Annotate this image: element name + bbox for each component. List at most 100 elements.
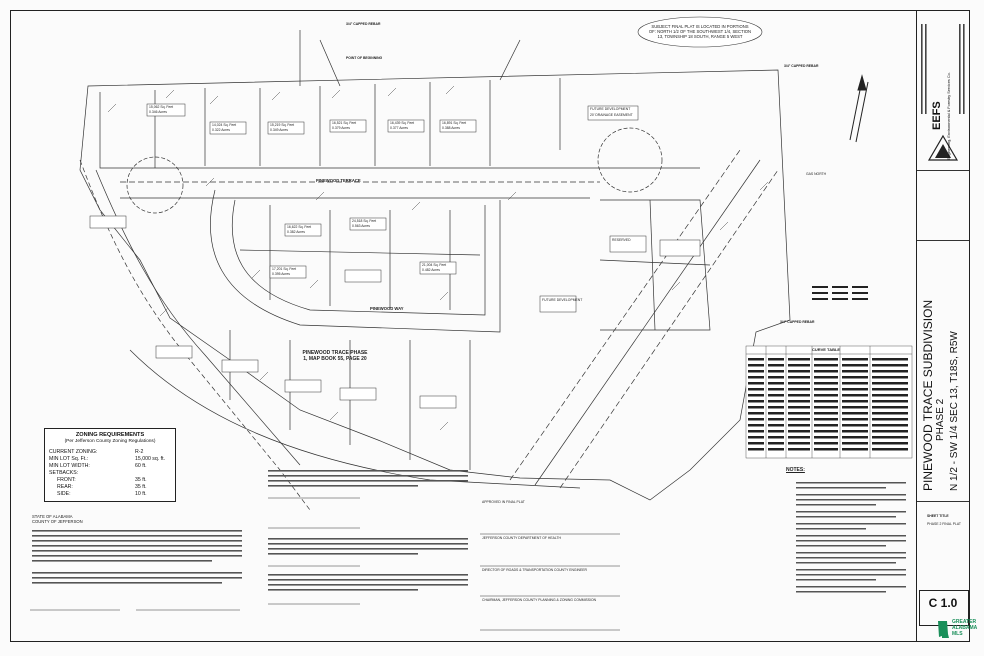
project-location: N 1/2 - SW 1/4 SEC 13, T18S, R5W xyxy=(949,331,960,491)
sheet-border xyxy=(10,10,970,642)
firm-name: EEFS xyxy=(931,101,943,130)
curve-table-title: CURVE TABLE xyxy=(812,347,841,352)
lot-area: 16,891 Sq. Feet xyxy=(442,121,467,125)
watermark-line1: GREATER xyxy=(952,619,977,625)
lot-area: 14,024 Sq. Feet xyxy=(212,123,237,127)
road-edge xyxy=(231,199,486,316)
road-edge xyxy=(210,189,501,333)
planning-signature-label: CHAIRMAN, JEFFERSON COUNTY PLANNING & ZO… xyxy=(482,598,597,602)
lot-acres: 0.563 Acres xyxy=(352,224,370,228)
lot-area: 16,622 Sq. Feet xyxy=(287,225,312,229)
approval-label: APPROVED IN FINAL PLAT xyxy=(482,500,525,504)
zoning-title: ZONING REQUIREMENTS xyxy=(75,432,145,438)
project-title: PINEWOOD TRACE SUBDIVISION xyxy=(921,299,935,491)
zoning-row-label: SIDE: xyxy=(57,491,71,497)
watermark-line2: ALABAMA xyxy=(952,625,978,631)
lot-area: 16,521 Sq. Feet xyxy=(332,121,357,125)
lot-line xyxy=(649,199,656,331)
lot-acres: 0.349 Acres xyxy=(270,128,288,132)
mls-watermark: GREATER ALABAMA MLS xyxy=(936,614,980,648)
zoning-row-label: FRONT: xyxy=(57,477,76,483)
roads-signature-label: DIRECTOR OF ROADS & TRANSPORTATION COUNT… xyxy=(482,568,587,572)
lot-line xyxy=(600,199,711,331)
subject-note: SUBJECT FINAL PLAT IS LOCATED IN PORTION… xyxy=(648,24,752,39)
notes-text-lines xyxy=(796,482,906,593)
lot-acres: 0.322 Acres xyxy=(212,128,230,132)
watermark-line3: MLS xyxy=(952,631,963,637)
zoning-row-value: R-2 xyxy=(135,449,144,455)
future-development-label: FUTURE DEVELOPMENT xyxy=(542,298,583,302)
road-label-way: PINEWOOD WAY xyxy=(370,306,404,311)
plat-reference-label: PINEWOOD TRACE PHASE 1, MAP BOOK 55, PAG… xyxy=(302,350,368,362)
reserved-label: RESERVED xyxy=(612,238,631,242)
future-development-label: FUTURE DEVELOPMENT xyxy=(590,107,631,111)
monument-label: 3/4" CAPPED REBAR xyxy=(784,64,819,68)
road-edge xyxy=(129,349,581,489)
project-title-block: PINEWOOD TRACE SUBDIVISION PHASE 2 N 1/2… xyxy=(917,240,969,502)
lot-area: 15,062 Sq. Feet xyxy=(149,105,174,109)
firm-subtitle: Engineering, Environmental & Forestry Se… xyxy=(947,72,951,160)
lot-acres: 0.382 Acres xyxy=(287,230,305,234)
leader-line xyxy=(499,39,521,81)
bearing-marker xyxy=(107,85,769,431)
curve-table-rows xyxy=(748,358,908,451)
road-edge xyxy=(509,149,741,481)
alabama-map-icon xyxy=(938,621,949,638)
subject-callout xyxy=(637,16,763,48)
sheet-title: PHASE 2 FINAL PLAT xyxy=(927,522,961,526)
road-edge xyxy=(534,159,761,486)
zoning-row-label: REAR: xyxy=(57,484,73,490)
firm-logo-block: EEFS Engineering, Environmental & Forest… xyxy=(917,10,969,171)
legend-bars xyxy=(812,286,868,300)
lot-area: 21,004 Sq. Feet xyxy=(422,263,447,267)
road-edge xyxy=(95,169,301,466)
sheet-title-label: SHEET TITLE xyxy=(927,514,949,518)
zoning-row-value: 10 ft. xyxy=(135,491,147,497)
zoning-row-label: SETBACKS: xyxy=(49,470,79,476)
lot-area: 24,518 Sq. Feet xyxy=(352,219,377,223)
zoning-row-value: 35 ft. xyxy=(135,484,147,490)
zoning-row-label: MIN LOT WIDTH: xyxy=(49,463,90,469)
lot-acres: 0.395 Acres xyxy=(272,272,290,276)
zoning-row-label: MIN LOT Sq. Ft.: xyxy=(49,456,89,462)
cul-de-sac xyxy=(126,156,184,214)
sheet-number: C 1.0 xyxy=(928,596,958,610)
lot-line xyxy=(239,249,481,256)
lot-acres: 0.377 Acres xyxy=(390,126,408,130)
boundary-line xyxy=(79,69,791,501)
certification-text-lines xyxy=(32,470,468,591)
firm-logo-icon xyxy=(921,24,965,161)
drainage-easement-label: 20' DRAINAGE EASEMENT xyxy=(590,113,633,117)
lot-acres: 0.346 Acres xyxy=(149,110,167,114)
zoning-row-value: 60 ft. xyxy=(135,463,147,469)
project-phase: PHASE 2 xyxy=(935,398,946,441)
lot-area: 16,439 Sq. Feet xyxy=(390,121,415,125)
zoning-row-value: 35 ft. xyxy=(135,477,147,483)
county-label: COUNTY OF JEFFERSON xyxy=(32,519,83,524)
north-arrow xyxy=(849,74,869,143)
state-label: STATE OF ALABAMA xyxy=(32,514,73,519)
zoning-requirements-table: ZONING REQUIREMENTS (Per Jefferson Count… xyxy=(44,428,176,502)
lot-area: 15,219 Sq. Feet xyxy=(270,123,295,127)
notes-title: NOTES: xyxy=(786,467,805,473)
lot-line xyxy=(99,92,700,169)
point-of-beginning-label: POINT OF BEGINNING xyxy=(346,56,383,60)
lot-area: 17,201 Sq. Feet xyxy=(272,267,297,271)
monument-label: 3/4" CAPPED REBAR xyxy=(346,22,381,26)
road-edge xyxy=(559,169,779,489)
zoning-row-label: CURRENT ZONING: xyxy=(49,449,98,455)
gas-north-label: GAS NORTH xyxy=(806,172,827,176)
lot-acres: 0.482 Acres xyxy=(422,268,440,272)
health-signature-label: JEFFERSON COUNTY DEPARTMENT OF HEALTH xyxy=(482,536,561,540)
cul-de-sac xyxy=(597,127,663,193)
signature-lines xyxy=(30,497,620,631)
monument-label: 3/4" CAPPED REBAR xyxy=(780,320,815,324)
road-label-terrace: PINEWOOD TERRACE xyxy=(316,178,361,183)
lot-acres: 0.379 Acres xyxy=(332,126,350,130)
lot-line xyxy=(599,259,711,266)
lot-acres: 0.388 Acres xyxy=(442,126,460,130)
leader-line xyxy=(319,39,341,87)
title-block: EEFS Engineering, Environmental & Forest… xyxy=(916,10,970,642)
